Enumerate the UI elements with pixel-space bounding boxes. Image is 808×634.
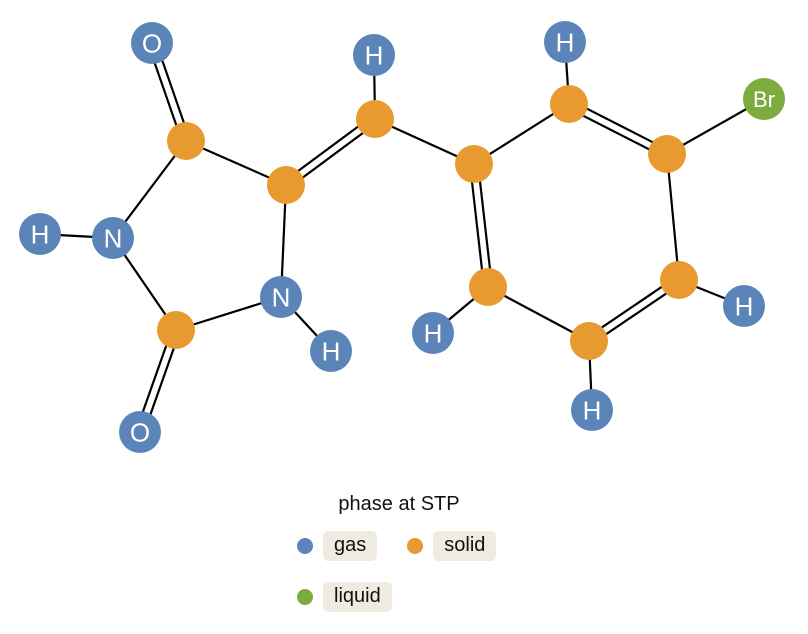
atom-label: H: [556, 27, 575, 57]
atom-circle-gas: [571, 389, 613, 431]
legend-label-gas: gas: [323, 531, 378, 561]
legend-item-liquid: liquid: [297, 582, 392, 612]
atom-circle-gas: [92, 217, 134, 259]
atom-Ph4-C: [660, 261, 698, 299]
atom-circle-solid: [157, 311, 195, 349]
atom-H7-H: H: [412, 312, 454, 354]
atom-label: N: [104, 223, 123, 253]
atom-label: N: [272, 282, 291, 312]
atom-Ph1-C: [455, 145, 493, 183]
legend-label-liquid: liquid: [323, 582, 392, 612]
solid-phase-dot: [407, 538, 424, 554]
atom-H2-H: H: [544, 21, 586, 63]
atom-circle-gas: [131, 22, 173, 64]
atom-circle-solid: [167, 122, 205, 160]
atom-circle-solid: [550, 85, 588, 123]
atom-circle-solid: [267, 166, 305, 204]
atom-N1-N: N: [260, 276, 302, 318]
legend-label-solid: solid: [433, 531, 497, 561]
atom-label: Br: [753, 87, 775, 112]
atom-circle-gas: [310, 330, 352, 372]
atom-label: H: [735, 291, 754, 321]
atom-circle-gas: [723, 285, 765, 327]
atom-N3-N: N: [92, 217, 134, 259]
atom-O2-O: O: [119, 411, 161, 453]
atom-circle-liquid: [743, 78, 785, 120]
atom-circle-gas: [353, 34, 395, 76]
atom-circle-gas: [544, 21, 586, 63]
legend-row-1: gas solid: [283, 531, 515, 561]
atom-O1-O: O: [131, 22, 173, 64]
atom-label: H: [424, 318, 443, 348]
atom-C6-C: [356, 100, 394, 138]
atom-label: H: [31, 219, 50, 249]
legend-title: phase at STP: [338, 493, 460, 515]
atom-label: H: [365, 40, 384, 70]
atom-C5-C: [267, 166, 305, 204]
atom-Ph3-C: [648, 135, 686, 173]
atom-C4-C: [167, 122, 205, 160]
atom-circle-solid: [455, 145, 493, 183]
atom-circle-solid: [648, 135, 686, 173]
atom-H5-H: H: [571, 389, 613, 431]
bond-Ph5-Ph6: [487, 286, 590, 342]
atom-Ph6-C: [469, 268, 507, 306]
atom-H1-H: H: [310, 330, 352, 372]
atom-circle-solid: [570, 322, 608, 360]
legend-item-solid: solid: [407, 531, 497, 561]
atom-label: O: [142, 28, 162, 58]
atom-C2-C: [157, 311, 195, 349]
atom-circle-solid: [660, 261, 698, 299]
legend-rows: gas solid liquid: [283, 531, 515, 633]
atom-H6-H: H: [353, 34, 395, 76]
atom-H3-H: H: [19, 213, 61, 255]
atom-circle-gas: [19, 213, 61, 255]
atom-Br-Br: Br: [743, 78, 785, 120]
atom-circle-gas: [412, 312, 454, 354]
atom-circle-gas: [260, 276, 302, 318]
atom-label: H: [583, 395, 602, 425]
atom-Ph5-C: [570, 322, 608, 360]
atom-circle-gas: [119, 411, 161, 453]
bond-Ph6-Ph1: [468, 164, 486, 288]
atom-label: O: [130, 417, 150, 447]
atom-circle-solid: [469, 268, 507, 306]
legend-item-gas: gas: [297, 531, 378, 561]
atom-circle-solid: [356, 100, 394, 138]
legend: phase at STP gas solid liquid: [283, 493, 515, 633]
gas-phase-dot: [297, 538, 313, 554]
liquid-phase-dot: [297, 589, 313, 605]
atom-label: H: [322, 336, 341, 366]
bond-Ph3-Ph4: [665, 153, 681, 281]
atom-H4-H: H: [723, 285, 765, 327]
legend-row-2: liquid: [283, 582, 515, 612]
bond-Ph6-Ph1: [476, 163, 494, 287]
atom-Ph2-C: [550, 85, 588, 123]
